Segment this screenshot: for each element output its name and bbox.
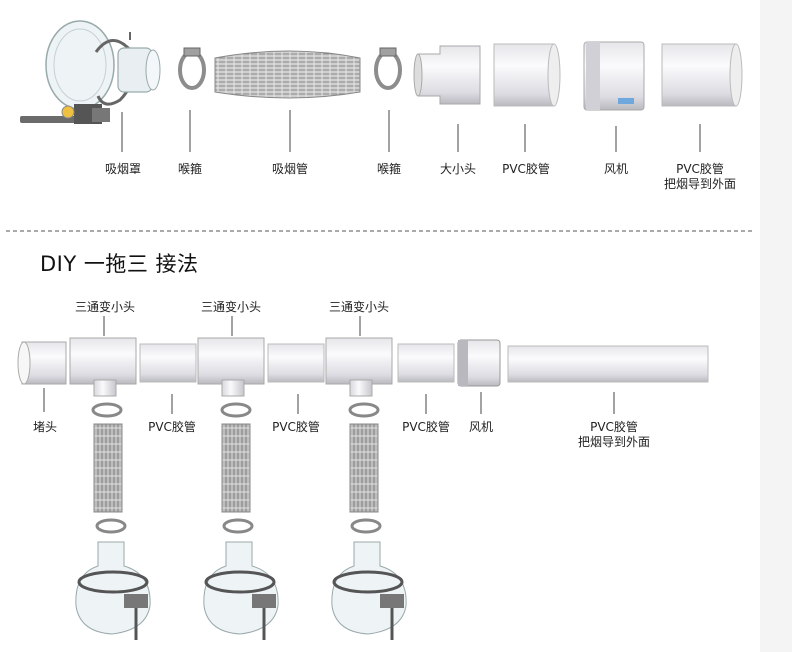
- label-tee-1: 三通变小头: [74, 300, 135, 314]
- hose-clamp-top-2: [374, 47, 402, 90]
- label-hose-clamp-2: 喉箍: [376, 162, 401, 176]
- tee-reducer-1: [69, 337, 137, 397]
- fan-top: [583, 41, 645, 111]
- pvc-pipe-top: [493, 43, 561, 107]
- hood-assembly-1: [75, 402, 151, 640]
- pvc-outlet-bottom: [507, 345, 709, 383]
- label-end-cap: 堵头: [32, 420, 57, 434]
- tee-reducer-3: [325, 337, 393, 397]
- label-pvc-bottom-2: PVC胶管: [272, 420, 320, 434]
- hood-assembly-2: [203, 402, 279, 640]
- label-tee-2: 三通变小头: [200, 300, 261, 314]
- label-hose-clamp-1: 喉箍: [177, 162, 202, 176]
- label-flex-duct: 吸烟管: [271, 162, 308, 176]
- label-outlet-bottom-line2: 把烟导到外面: [577, 435, 650, 449]
- label-fan-bottom: 风机: [468, 420, 493, 434]
- label-fan: 风机: [603, 162, 628, 176]
- pvc-pipe-bottom-1: [139, 343, 197, 383]
- pvc-pipe-bottom-2: [267, 343, 325, 383]
- hood-assembly-3: [331, 402, 407, 640]
- pvc-outlet-top: [661, 43, 743, 107]
- tee-reducer-2: [197, 337, 265, 397]
- components-illustration: [6, 20, 754, 640]
- flexible-duct-top: [214, 50, 361, 99]
- label-tee-3: 三通变小头: [328, 300, 389, 314]
- bottom-pointer-lines: [43, 316, 615, 414]
- label-fume-hood: 吸烟罩: [104, 162, 141, 176]
- right-edge-strip: [760, 0, 792, 652]
- label-pvc-outlet-line1: PVC胶管: [676, 162, 724, 176]
- label-pvc-bottom-1: PVC胶管: [148, 420, 196, 434]
- label-reducer: 大小头: [439, 162, 476, 176]
- top-pointer-lines: [121, 110, 701, 152]
- label-outlet-bottom-line1: PVC胶管: [590, 420, 638, 434]
- label-pvc-pipe: PVC胶管: [502, 162, 550, 176]
- section-title: DIY 一拖三 接法: [40, 252, 199, 276]
- reducer-top: [413, 45, 481, 105]
- label-pvc-bottom-3: PVC胶管: [402, 420, 450, 434]
- fan-bottom: [457, 339, 501, 387]
- hose-clamp-top-1: [178, 47, 206, 90]
- end-cap: [17, 341, 67, 385]
- pvc-pipe-bottom-3: [397, 343, 455, 383]
- label-pvc-outlet-line2: 把烟导到外面: [663, 177, 736, 191]
- fume-hood-top: [20, 20, 161, 124]
